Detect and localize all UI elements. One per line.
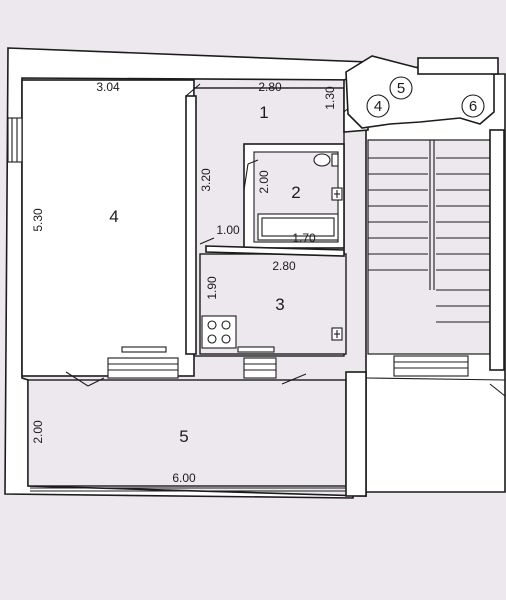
dim-room4-length: 5.30	[31, 208, 45, 232]
balcony-window	[30, 487, 346, 492]
stair-lower-edge	[365, 377, 506, 397]
dim-bath-length: 2.00	[257, 170, 271, 194]
balcony-door-kitchen	[243, 357, 307, 385]
room-5-label: 5	[179, 427, 188, 446]
stair-label-5: 5	[389, 76, 413, 100]
socket-icon-bath	[331, 187, 343, 201]
room-1-label: 1	[259, 103, 268, 122]
dim-balcony-depth: 2.00	[31, 420, 45, 444]
radiator-kitchen	[237, 346, 275, 353]
dim-kitchen-width: 2.80	[272, 259, 296, 273]
dim-hall-side: 1.30	[323, 86, 337, 110]
kitchen-top-wall	[205, 245, 345, 257]
door-bathroom	[243, 159, 259, 191]
room-5-outline	[27, 379, 347, 487]
stair-label-4: 4	[366, 94, 390, 118]
dim-bath-tub: 1.70	[292, 231, 316, 245]
balcony-door-room-4	[65, 357, 179, 387]
stair-label-6: 6	[461, 94, 485, 118]
bathtub-inner	[261, 217, 335, 237]
stair-window	[393, 355, 469, 377]
top-right-niche	[417, 57, 499, 75]
stair-steps	[368, 157, 490, 323]
room-3-label: 3	[275, 295, 284, 314]
stair-right-wall	[489, 129, 505, 371]
socket-icon-kitchen	[331, 327, 343, 341]
dim-kitchen-length: 1.90	[205, 276, 219, 300]
dim-corridor: 1.00	[216, 223, 240, 237]
stair-label-5-text: 5	[397, 80, 405, 97]
room-2-label: 2	[291, 183, 300, 202]
dim-room4-width: 3.04	[96, 80, 120, 94]
room-4-label: 4	[109, 207, 118, 226]
dim-hall-length: 3.20	[199, 168, 213, 192]
partition-4-1	[185, 95, 197, 355]
stove-icon	[201, 315, 237, 349]
room-4-outline	[21, 79, 195, 377]
stair-lower-wall	[345, 371, 367, 497]
door-kitchen	[199, 237, 215, 245]
toilet-icon	[313, 153, 339, 167]
stair-label-6-text: 6	[469, 98, 477, 115]
door-room-4	[185, 83, 201, 97]
stair-label-4-text: 4	[374, 98, 382, 115]
left-window	[7, 117, 23, 163]
dim-hall-width: 2.80	[258, 80, 282, 94]
dim-balcony-width: 6.00	[172, 471, 196, 485]
radiator-room-4	[121, 346, 167, 353]
